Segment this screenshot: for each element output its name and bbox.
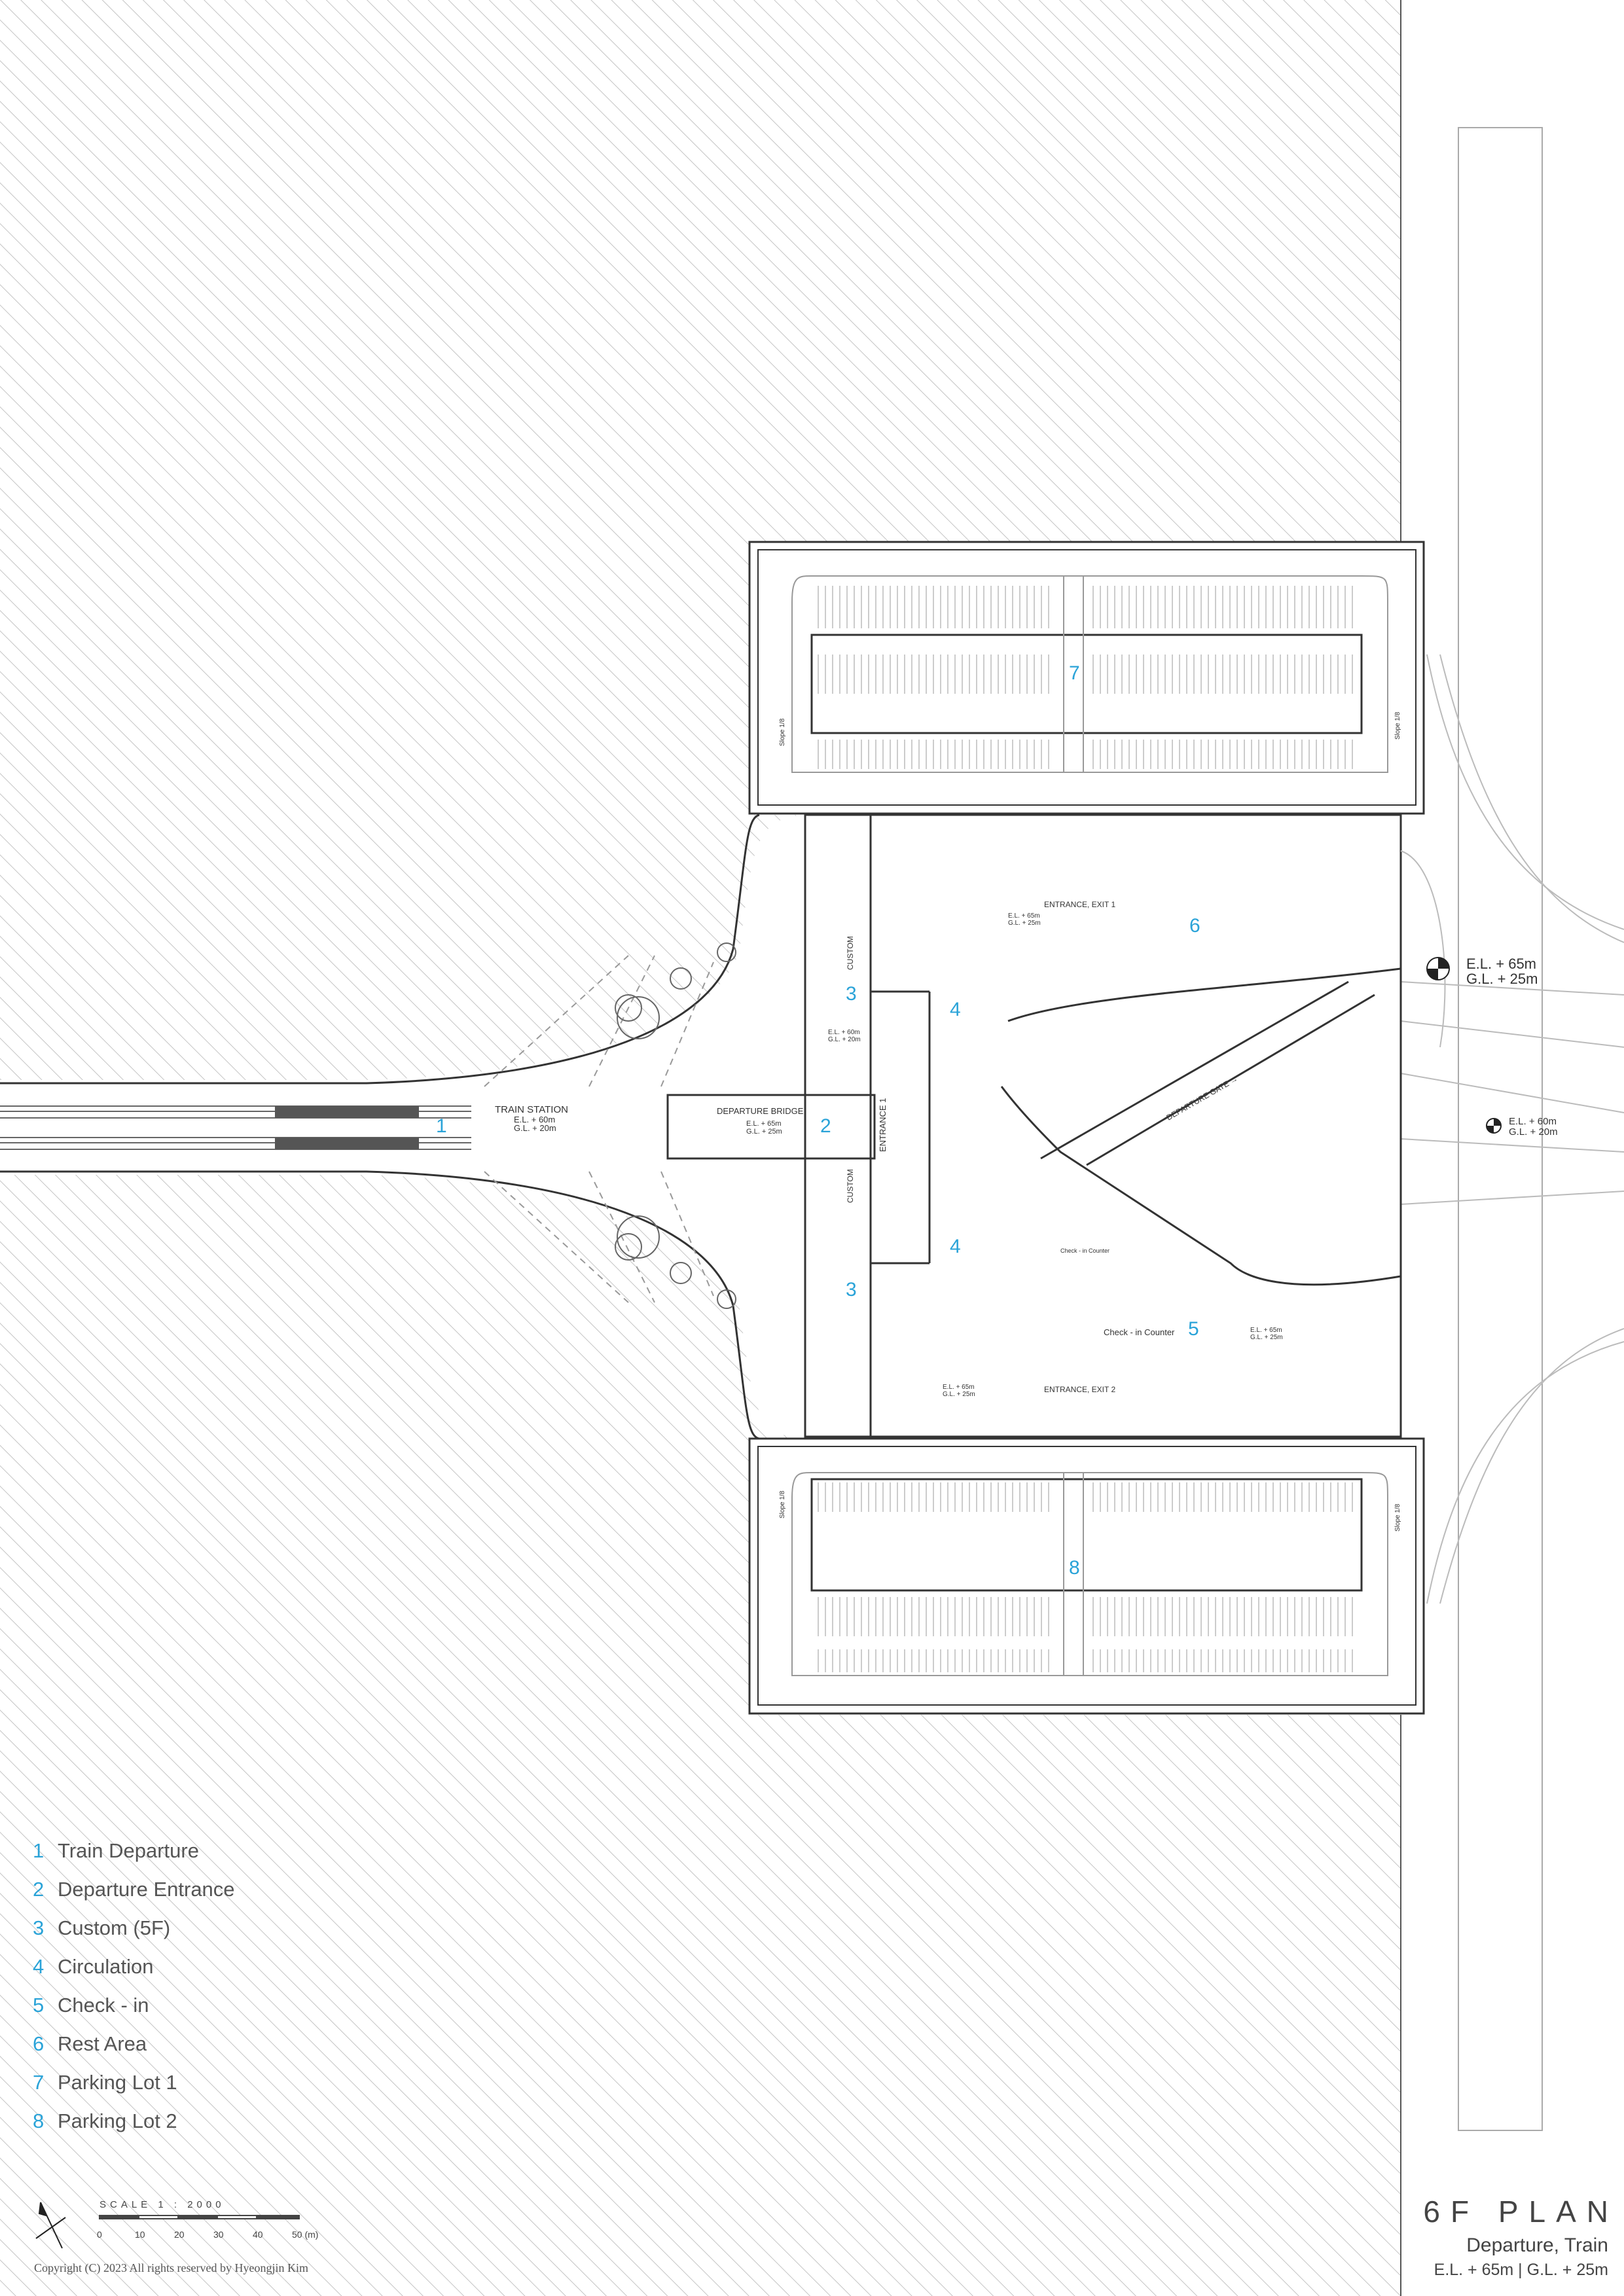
marker-gl-c: G.L. + 25m — [1250, 1334, 1283, 1341]
zone-number-6: 6 — [1189, 915, 1200, 937]
zone-number-7: 7 — [1069, 662, 1080, 684]
copyright-text: Copyright (C) 2023 All rights reserved b… — [34, 2261, 308, 2274]
parking-lot-2 — [748, 1437, 1425, 1715]
right-gl-1: G.L. + 25m — [1466, 971, 1538, 987]
bridge-gl: G.L. + 25m — [746, 1128, 782, 1136]
custom-label-bottom: CUSTOM — [846, 1169, 855, 1203]
zone-number-2: 2 — [820, 1115, 831, 1137]
parking-stalls — [818, 586, 1353, 1672]
zone-number-4-bottom: 4 — [950, 1236, 961, 1257]
entrance-1-label: ENTRANCE 1 — [878, 1098, 888, 1152]
plan-subtitle: Departure, Train — [1466, 2234, 1608, 2256]
entrance-exit-2-label: ENTRANCE, EXIT 2 — [1044, 1385, 1115, 1394]
train-station-el: E.L. + 60m — [514, 1115, 555, 1124]
marker-el-d: E.L. + 65m — [943, 1384, 975, 1391]
slope-label-p2-left: Slope 1/8 — [779, 1490, 786, 1518]
marker-gl-a: G.L. + 25m — [1008, 920, 1041, 927]
entrance-exit-1-label: ENTRANCE, EXIT 1 — [1044, 900, 1115, 909]
zone-number-4-top: 4 — [950, 999, 961, 1020]
zone-number-8: 8 — [1069, 1557, 1080, 1579]
slope-label-p1-right: Slope 1/8 — [1394, 711, 1401, 740]
scale-block: SCALE 1 : 2000 0 10 20 30 40 50 (m) — [26, 2179, 367, 2284]
trees — [615, 942, 736, 1309]
custom-label-top: CUSTOM — [846, 936, 855, 970]
scale-tick: 0 — [97, 2229, 102, 2240]
marker-el-a: E.L. + 65m — [1008, 912, 1040, 920]
marker-gl-b: G.L. + 20m — [828, 1036, 861, 1043]
zone-number-1: 1 — [436, 1115, 447, 1137]
bridge-el: E.L. + 65m — [746, 1120, 782, 1128]
marker-el-b: E.L. + 60m — [828, 1029, 860, 1036]
departure-bridge-outline — [666, 1094, 876, 1160]
north-arrow-icon — [35, 2202, 66, 2249]
parking-lot-1 — [748, 541, 1425, 815]
train-cars — [275, 1106, 419, 1149]
scale-tick: 50 (m) — [292, 2229, 319, 2240]
zone-number-3-bottom: 3 — [846, 1279, 857, 1300]
track-outline — [0, 814, 760, 1440]
scale-tick: 40 — [253, 2229, 263, 2240]
departure-bridge-label: DEPARTURE BRIDGE — [717, 1106, 804, 1116]
marker-gl-d: G.L. + 25m — [943, 1391, 975, 1398]
plan-title-block: 6F PLAN Departure, Train E.L. + 65m | G.… — [1423, 2194, 1608, 2280]
train-station-label: TRAIN STATION — [495, 1104, 568, 1115]
plan-title: 6F PLAN — [1423, 2195, 1619, 2229]
marker-el-c: E.L. + 65m — [1250, 1327, 1282, 1334]
right-el-1: E.L. + 65m — [1466, 956, 1536, 972]
plan-elevation: E.L. + 65m | G.L. + 25m — [1434, 2261, 1608, 2279]
level-markers — [1426, 957, 1502, 1134]
scale-bar — [99, 2215, 300, 2219]
checkin-counter-small-label: Check - in Counter — [1060, 1247, 1110, 1254]
slope-label-p1-left: Slope 1/8 — [779, 718, 786, 746]
right-nodes — [1400, 850, 1446, 1048]
scale-tick: 30 — [213, 2229, 224, 2240]
scale-title: SCALE 1 : 2000 — [99, 2199, 225, 2210]
zone-number-5: 5 — [1188, 1318, 1199, 1340]
scale-tick: 10 — [135, 2229, 145, 2240]
right-gl-2: G.L. + 20m — [1509, 1126, 1558, 1138]
right-road-curves — [1400, 654, 1624, 1604]
scale-tick: 20 — [174, 2229, 185, 2240]
terminal-outline — [804, 814, 1402, 1438]
train-station-gl: G.L. + 20m — [514, 1123, 556, 1133]
station-dashed-lines — [484, 955, 714, 1303]
zone-number-3-top: 3 — [846, 983, 857, 1005]
departure-gate-ramps — [1000, 967, 1401, 1286]
slope-label-p2-right: Slope 1/8 — [1394, 1503, 1401, 1532]
right-el-2: E.L. + 60m — [1509, 1116, 1557, 1127]
checkin-counter-label: Check - in Counter — [1104, 1327, 1175, 1337]
